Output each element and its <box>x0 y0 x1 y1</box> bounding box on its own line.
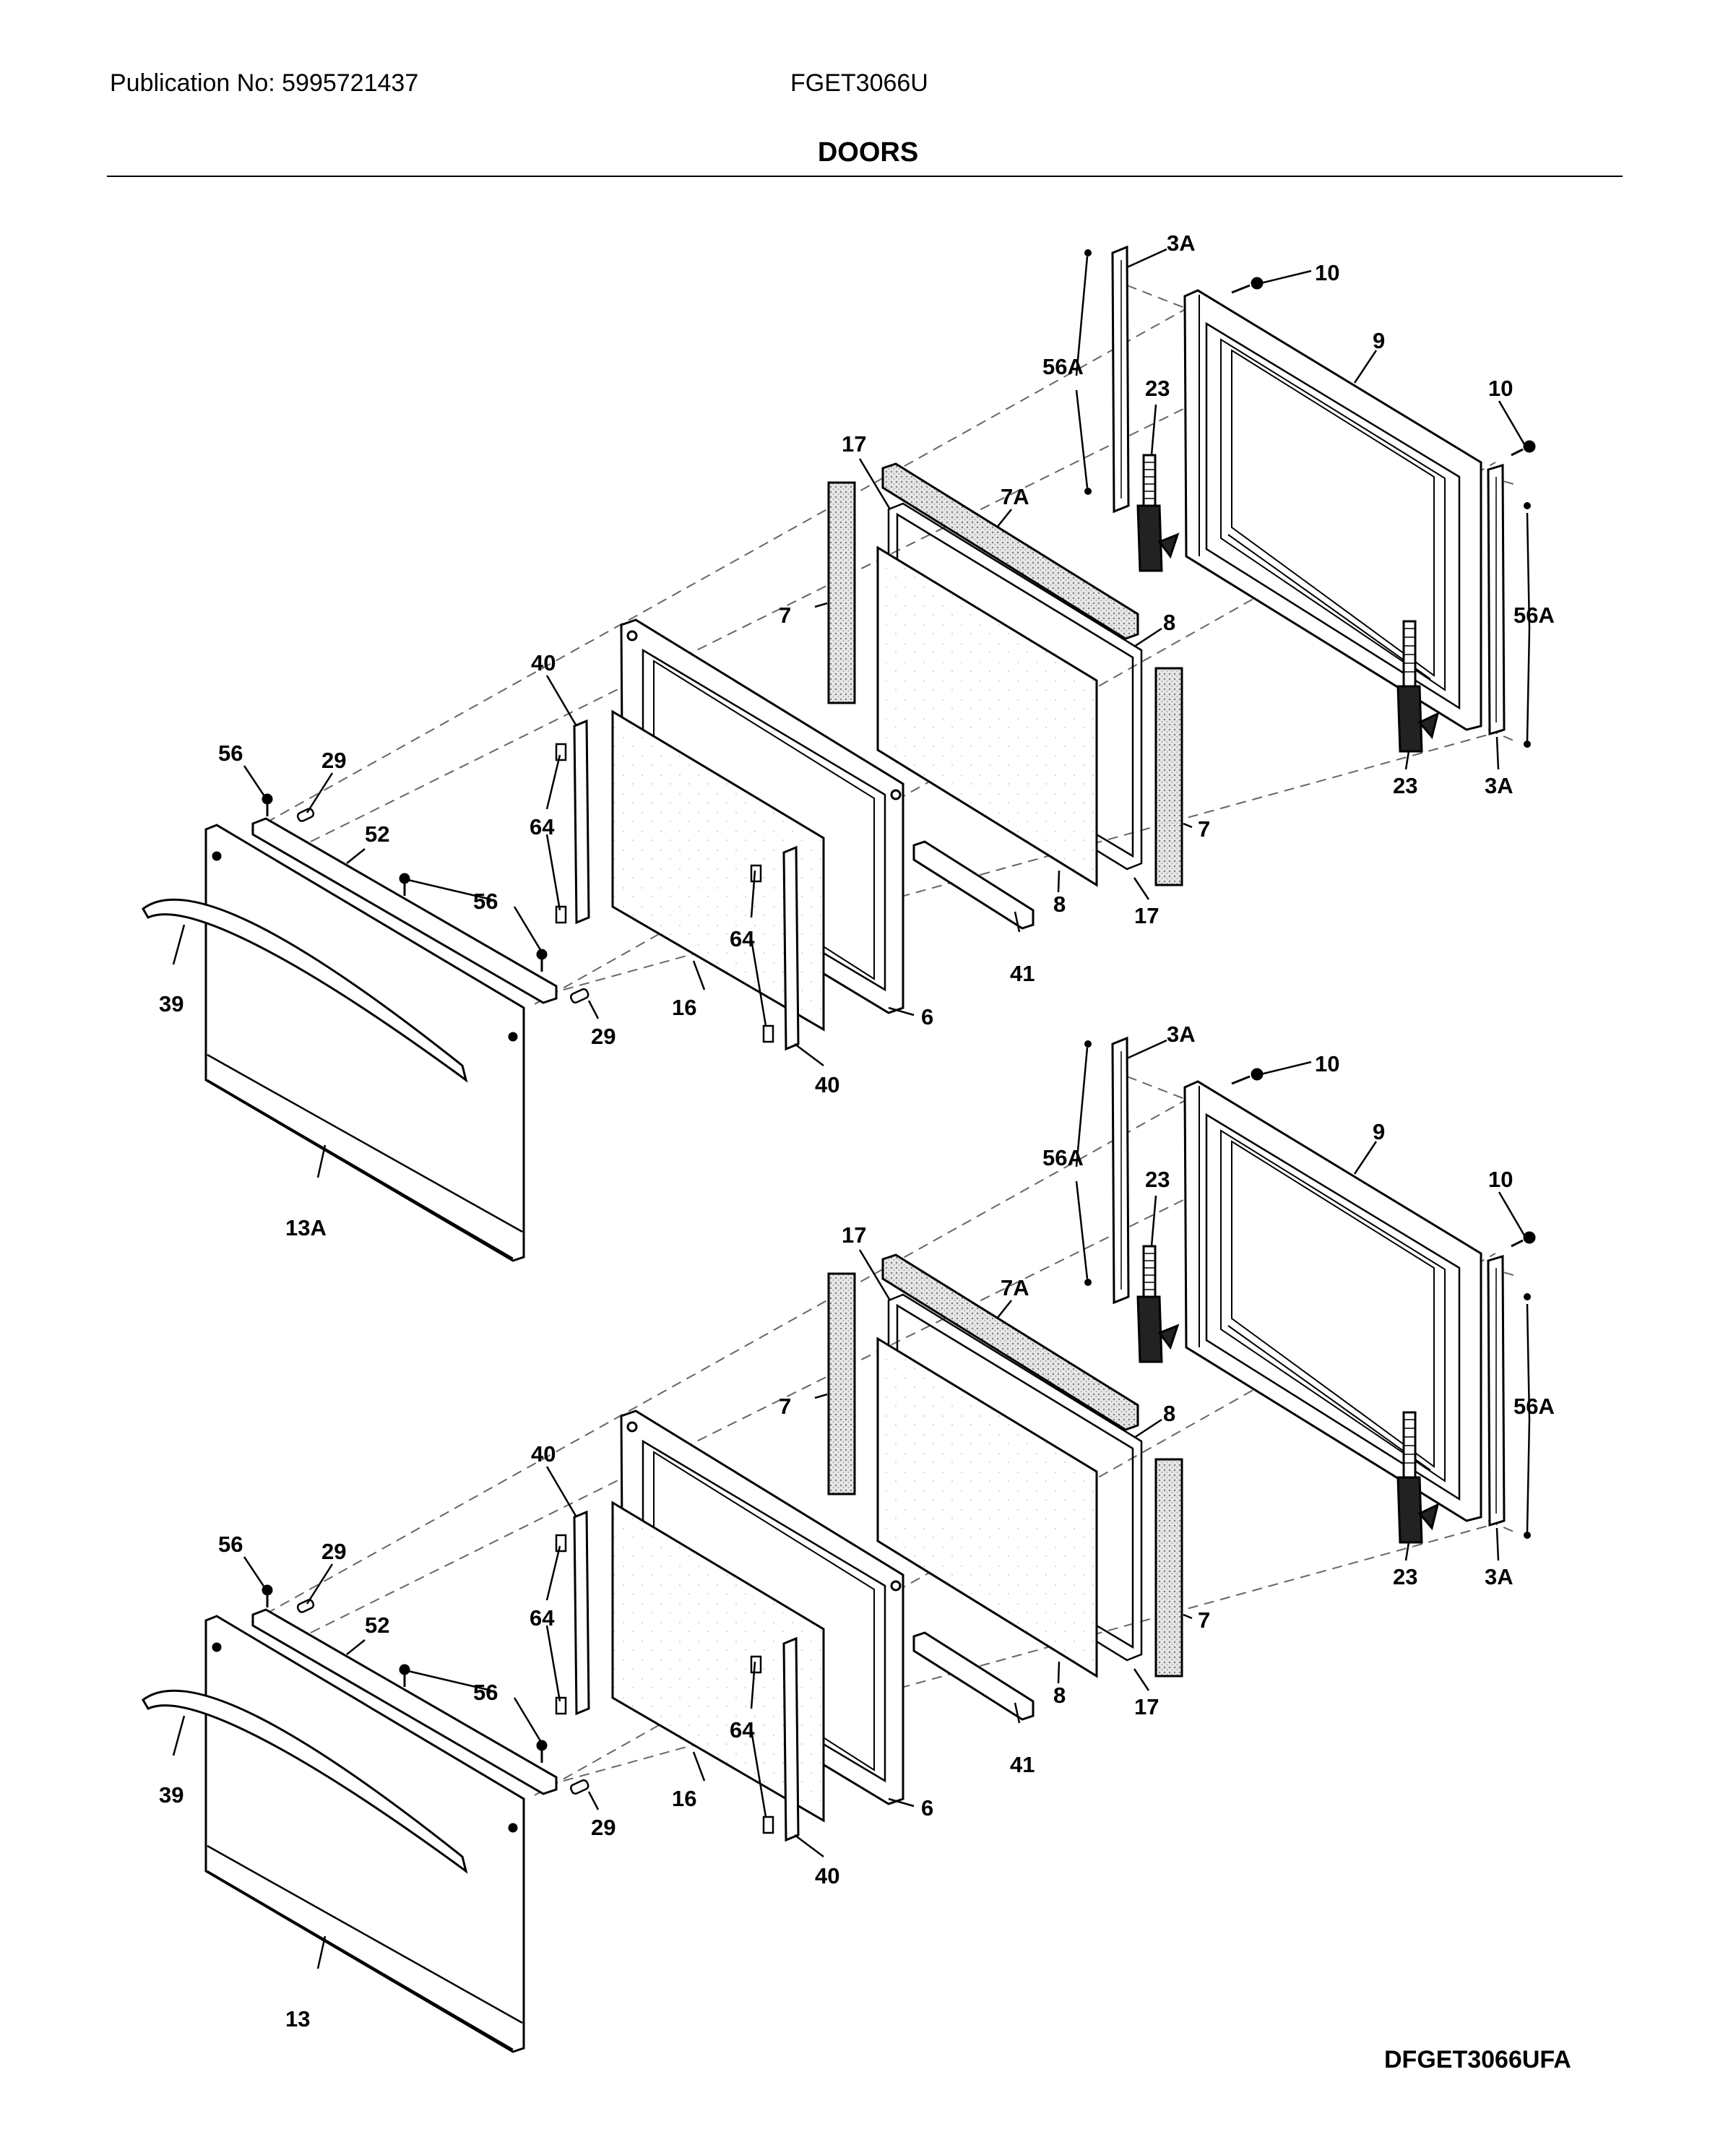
label-10-top: 10 <box>1315 1051 1339 1076</box>
label-56a-right: 56A <box>1513 1394 1555 1419</box>
label-6: 6 <box>921 1795 933 1821</box>
label-17-top: 17 <box>842 1222 866 1248</box>
label-56-mid: 56 <box>473 889 498 914</box>
label-40-top: 40 <box>531 1441 556 1467</box>
upper-door-labels: 3A 10 9 56A 23 10 17 7A 7 8 56A 40 56 29… <box>159 230 1555 1240</box>
label-56a-left: 56A <box>1042 1145 1084 1170</box>
label-29-top: 29 <box>321 1539 346 1564</box>
label-17-bottom: 17 <box>1134 903 1159 928</box>
label-13a: 13A <box>285 1215 327 1240</box>
label-7-right: 7 <box>1198 1607 1210 1633</box>
label-7-left: 7 <box>779 1394 791 1419</box>
label-39: 39 <box>159 1782 183 1808</box>
label-64-left: 64 <box>530 1605 555 1631</box>
label-17-bottom: 17 <box>1134 1694 1159 1719</box>
label-64-right: 64 <box>730 926 755 951</box>
label-29-bottom: 29 <box>591 1024 616 1049</box>
label-8-top: 8 <box>1163 1401 1175 1426</box>
label-3a-top: 3A <box>1167 230 1196 256</box>
section-title: DOORS <box>817 137 919 168</box>
upper-door-graphic <box>142 246 1536 1262</box>
label-29-bottom: 29 <box>591 1815 616 1840</box>
label-7a: 7A <box>1001 1275 1029 1300</box>
header-rule <box>107 176 1623 177</box>
label-52: 52 <box>365 821 389 847</box>
label-3a-top: 3A <box>1167 1022 1196 1047</box>
label-52: 52 <box>365 1612 389 1638</box>
label-56-top: 56 <box>218 741 243 766</box>
label-3a-bottom: 3A <box>1485 773 1513 798</box>
label-8-bottom: 8 <box>1053 891 1066 917</box>
label-9: 9 <box>1373 328 1385 353</box>
label-40-bottom: 40 <box>815 1072 839 1097</box>
label-10-right: 10 <box>1488 1167 1513 1192</box>
label-7-right: 7 <box>1198 816 1210 842</box>
label-56a-left: 56A <box>1042 354 1084 379</box>
label-23-left: 23 <box>1145 1167 1170 1192</box>
lower-door-labels: 3A 10 9 56A 23 10 17 7A 7 8 56A 40 56 29… <box>159 1022 1555 2032</box>
label-17-top: 17 <box>842 431 866 457</box>
label-64-left: 64 <box>530 814 555 839</box>
publication-number: Publication No: 5995721437 <box>110 69 419 97</box>
label-56-top: 56 <box>218 1532 243 1557</box>
label-7-left: 7 <box>779 603 791 628</box>
label-8-bottom: 8 <box>1053 1683 1066 1708</box>
label-23-bottom: 23 <box>1393 773 1417 798</box>
label-40-top: 40 <box>531 650 556 675</box>
label-56a-right: 56A <box>1513 603 1555 628</box>
label-41: 41 <box>1010 1752 1035 1777</box>
label-41: 41 <box>1010 961 1035 986</box>
label-9: 9 <box>1373 1119 1385 1144</box>
diagram-code: DFGET3066UFA <box>1384 2046 1571 2073</box>
label-6: 6 <box>921 1004 933 1029</box>
label-3a-bottom: 3A <box>1485 1564 1513 1589</box>
label-10-top: 10 <box>1315 260 1339 285</box>
lower-door-graphic <box>142 1037 1536 2053</box>
label-10-right: 10 <box>1488 376 1513 401</box>
label-29-top: 29 <box>321 748 346 773</box>
label-56-mid: 56 <box>473 1680 498 1705</box>
label-64-right: 64 <box>730 1717 755 1743</box>
label-7a: 7A <box>1001 484 1029 509</box>
label-16: 16 <box>672 995 696 1020</box>
label-8-top: 8 <box>1163 610 1175 635</box>
label-23-left: 23 <box>1145 376 1170 401</box>
label-16: 16 <box>672 1786 696 1811</box>
label-39: 39 <box>159 991 183 1016</box>
model-number: FGET3066U <box>790 69 928 97</box>
label-23-bottom: 23 <box>1393 1564 1417 1589</box>
label-40-bottom: 40 <box>815 1863 839 1888</box>
label-13: 13 <box>285 2006 310 2032</box>
